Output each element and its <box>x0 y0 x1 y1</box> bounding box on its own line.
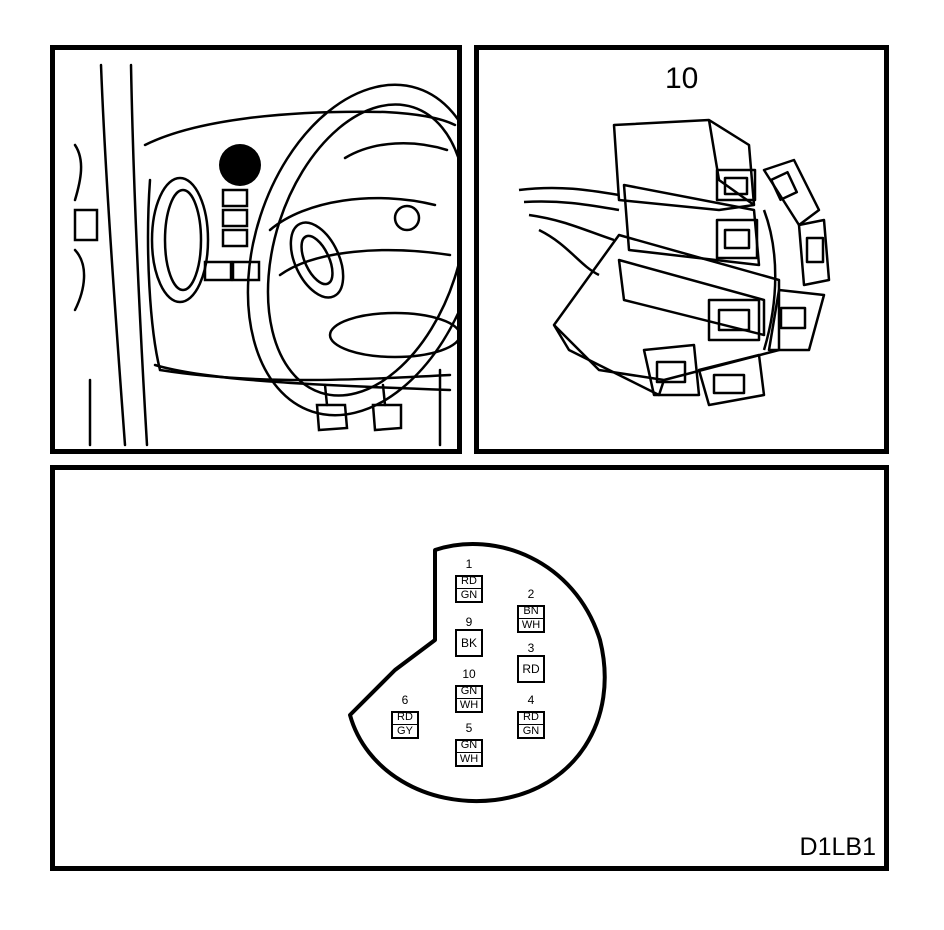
pin-10-wire-colors: GN WH <box>455 684 483 713</box>
pin-5: 5 GN WH <box>449 722 489 767</box>
pin-5-wire-colors: GN WH <box>455 738 483 767</box>
connector-face-outline <box>348 542 607 803</box>
pin-4: 4 RD GN <box>511 694 551 739</box>
pin-4-wire-colors: RD GN <box>517 710 545 739</box>
pin-1: 1 RD GN <box>449 558 489 603</box>
dashboard-location-panel <box>50 45 462 454</box>
pinout-panel: 1 RD GN 2 BN WH 9 BK 3 RD 10 GN WH 4 <box>50 465 889 871</box>
figure-code: D1LB1 <box>799 833 876 861</box>
connector-illustration <box>518 118 831 407</box>
pin-3: 3 RD <box>511 642 551 683</box>
pin-1-wire-colors: RD GN <box>455 574 483 603</box>
connector-number-label: 10 <box>665 62 699 95</box>
pin-6: 6 RD GY <box>385 694 425 739</box>
dashboard-illustration <box>73 63 457 447</box>
pin-9: 9 BK <box>449 616 489 657</box>
pin-2-wire-colors: BN WH <box>517 604 545 633</box>
pin-3-wire-colors: RD <box>517 655 545 683</box>
connector-location-marker <box>219 144 261 186</box>
pin-2: 2 BN WH <box>511 588 551 633</box>
connector-detail-panel: 10 <box>474 45 889 454</box>
pin-9-wire-colors: BK <box>455 629 483 657</box>
pin-6-wire-colors: RD GY <box>391 710 419 739</box>
pin-10: 10 GN WH <box>449 668 489 713</box>
